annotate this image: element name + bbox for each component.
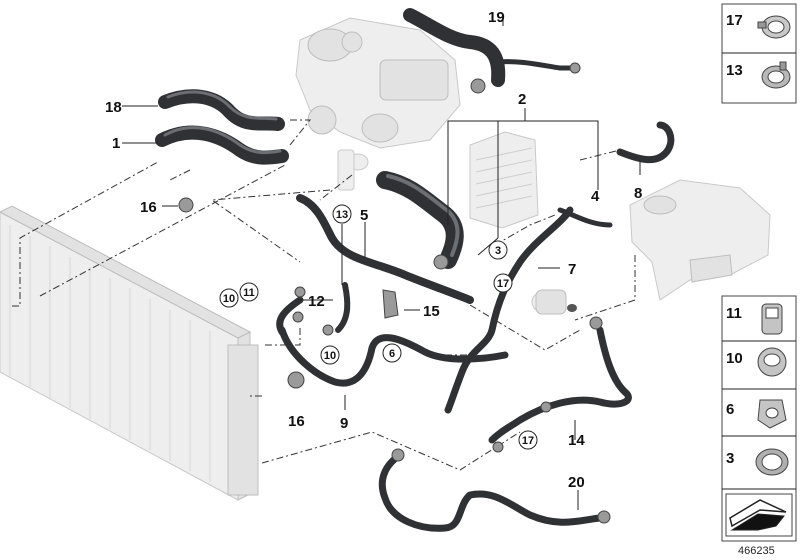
callout-3: 3 <box>495 245 501 257</box>
legend-17-number: 17 <box>726 12 743 29</box>
callout-6: 6 <box>389 348 395 360</box>
hose-clamp-icon <box>757 15 791 39</box>
legend-11-number: 11 <box>726 305 742 322</box>
spring-clip-icon <box>761 61 791 89</box>
legend-13-number: 13 <box>726 62 743 79</box>
callout-1: 1 <box>112 135 120 152</box>
callout-17-upper: 17 <box>497 278 509 290</box>
callout-16-bottom: 16 <box>288 413 305 430</box>
oil-cooler-ghost <box>469 131 539 229</box>
direction-arrow-icon <box>725 493 793 537</box>
callout-16-top: 16 <box>140 199 157 216</box>
turbo-egr-ghost <box>295 17 461 191</box>
document-number: 466235 <box>738 545 775 557</box>
callout-19: 19 <box>488 9 505 26</box>
hose-clip-icon <box>757 399 787 429</box>
callout-9: 9 <box>340 415 348 432</box>
quick-coupling-icon <box>757 347 787 377</box>
callout-13: 13 <box>336 209 348 221</box>
callout-14: 14 <box>568 432 585 449</box>
coolant-pump-ghost <box>531 289 577 315</box>
callout-8: 8 <box>634 185 642 202</box>
callout-20: 20 <box>568 474 585 491</box>
callout-11: 11 <box>243 287 255 299</box>
callout-10-left: 10 <box>223 293 235 305</box>
fittings <box>178 62 611 524</box>
circled-callouts: 13 3 17 11 10 10 6 17 <box>219 204 538 450</box>
callout-10-lower: 10 <box>324 350 336 362</box>
band-clamp-icon <box>755 448 789 476</box>
plug-connector-icon <box>761 303 783 335</box>
callout-18: 18 <box>105 99 122 116</box>
radiator-ghost <box>0 205 259 501</box>
callout-2: 2 <box>518 91 526 108</box>
callout-4: 4 <box>591 188 600 205</box>
legend-6-number: 6 <box>726 401 734 418</box>
callout-15: 15 <box>423 303 440 320</box>
dashed-connections <box>12 119 636 471</box>
expansion-tank-ghost <box>629 179 771 301</box>
legend-3-number: 3 <box>726 450 734 467</box>
callout-12: 12 <box>308 293 325 310</box>
callout-5: 5 <box>360 207 368 224</box>
legend-bottom: 11 10 6 3 <box>721 295 797 542</box>
legend-top: 17 13 <box>721 3 797 104</box>
hoses <box>155 8 675 532</box>
callout-17-lower: 17 <box>522 435 534 447</box>
callouts: 18 1 16 19 2 4 8 5 7 12 15 16 9 14 20 <box>105 9 642 491</box>
callout-7: 7 <box>568 261 576 278</box>
legend-10-number: 10 <box>726 350 743 367</box>
leader-lines <box>122 16 641 510</box>
